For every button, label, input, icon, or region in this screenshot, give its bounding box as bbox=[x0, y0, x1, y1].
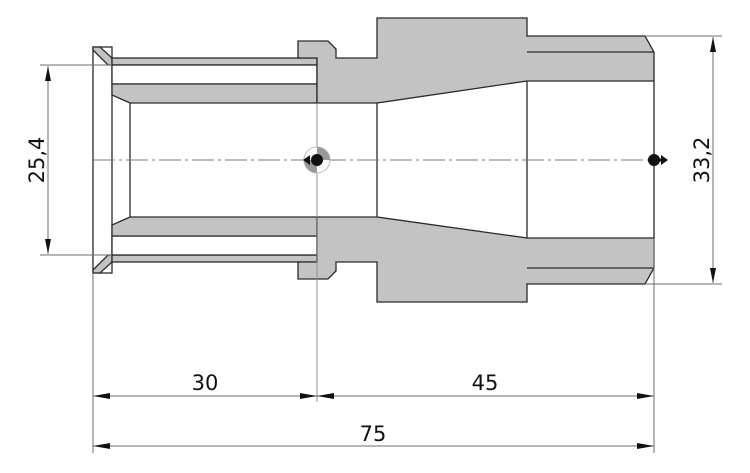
upper-outer-wall bbox=[111, 57, 318, 66]
dimension-label-total-length: 75 bbox=[360, 422, 387, 446]
upper-inner-wall bbox=[111, 83, 318, 104]
dimension-arrows bbox=[45, 37, 716, 449]
dimension-label-right-length: 45 bbox=[472, 371, 499, 395]
lower-body bbox=[297, 216, 655, 303]
dimension-lines bbox=[40, 35, 722, 453]
dimension-label-right-diameter: 33,2 bbox=[690, 137, 714, 184]
dimension-label-left-length: 30 bbox=[192, 371, 219, 395]
fitting-section bbox=[92, 17, 655, 303]
lower-outer-wall bbox=[111, 254, 318, 263]
upper-body bbox=[297, 17, 655, 104]
dimension-label-left-diameter: 25,4 bbox=[25, 137, 49, 184]
end-point-icon bbox=[648, 154, 668, 166]
upper-channel bbox=[111, 64, 318, 85]
center-of-gravity-icon bbox=[303, 146, 331, 174]
lower-channel bbox=[111, 235, 318, 256]
lower-inner-wall bbox=[111, 216, 318, 237]
